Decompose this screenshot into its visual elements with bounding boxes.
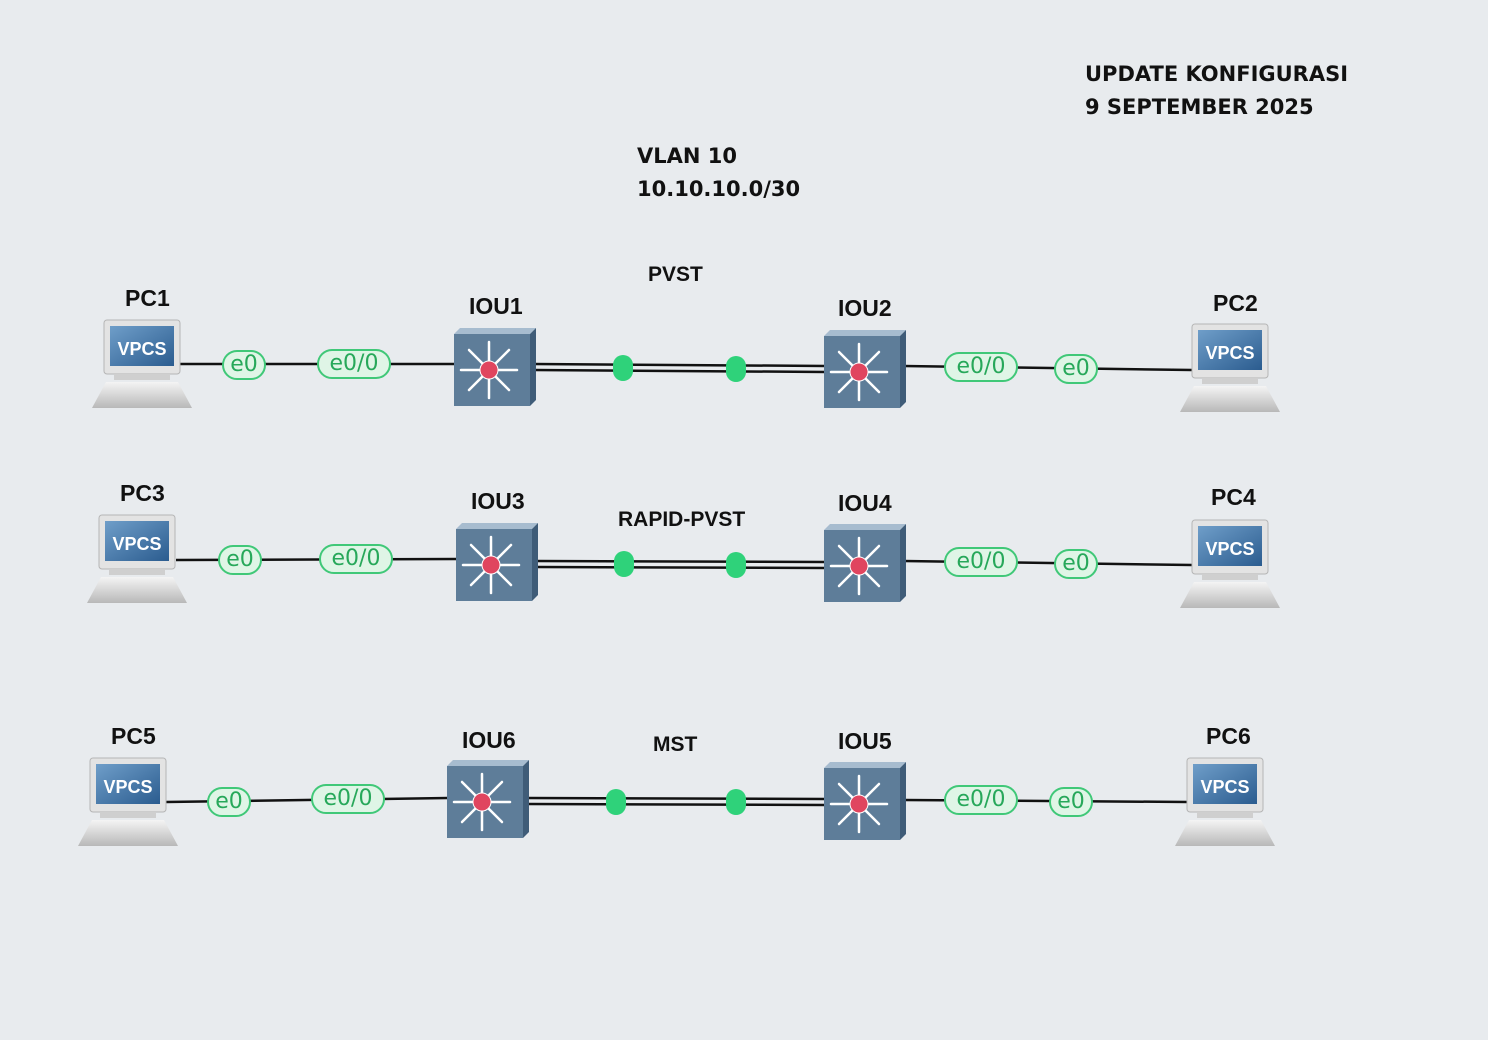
update-note: UPDATE KONFIGURASI 9 SEPTEMBER 2025: [1085, 58, 1348, 124]
pc-icon-text: VPCS: [117, 339, 166, 359]
vlan-note: VLAN 10 10.10.10.0/30: [637, 140, 800, 206]
device-label-pc5: PC5: [111, 723, 156, 749]
pc1-computer-icon[interactable]: VPCS: [92, 318, 196, 414]
pc-icon-text: VPCS: [103, 777, 152, 797]
device-label-pc3: PC3: [120, 480, 165, 506]
pc2-computer-icon[interactable]: VPCS: [1180, 322, 1284, 418]
device-label-iou1: IOU1: [469, 293, 523, 319]
iou5-switch-icon[interactable]: [824, 762, 906, 840]
link-status-dot: [726, 789, 746, 815]
update-note-line-2: 9 SEPTEMBER 2025: [1085, 95, 1314, 119]
protocol-label-row1: PVST: [648, 263, 703, 286]
link-status-dot: [613, 355, 633, 381]
pc-icon-text: VPCS: [1205, 343, 1254, 363]
device-label-iou2: IOU2: [838, 295, 892, 321]
protocol-label-row3: MST: [653, 733, 698, 756]
port-label-pc3-e0[interactable]: e0: [218, 545, 262, 575]
iou3-switch-icon[interactable]: [456, 523, 538, 601]
pc5-computer-icon[interactable]: VPCS: [78, 756, 182, 852]
pc-icon-text: VPCS: [1200, 777, 1249, 797]
update-note-line-1: UPDATE KONFIGURASI: [1085, 62, 1349, 86]
protocol-label-row2: RAPID-PVST: [618, 508, 746, 531]
port-label-pc2-e0[interactable]: e0: [1054, 354, 1098, 384]
pc-icon-text: VPCS: [1205, 539, 1254, 559]
port-label-iou5-e0-0[interactable]: e0/0: [944, 785, 1018, 815]
pc-icon-text: VPCS: [112, 534, 161, 554]
pc6-computer-icon[interactable]: VPCS: [1175, 756, 1279, 852]
device-label-pc2: PC2: [1213, 290, 1258, 316]
iou4-switch-icon[interactable]: [824, 524, 906, 602]
port-label-iou6-e0-0[interactable]: e0/0: [311, 784, 385, 814]
port-label-pc5-e0[interactable]: e0: [207, 787, 251, 817]
link-status-dot: [614, 551, 634, 577]
device-label-iou6: IOU6: [462, 727, 516, 753]
pc4-computer-icon[interactable]: VPCS: [1180, 518, 1284, 614]
device-label-pc6: PC6: [1206, 723, 1251, 749]
pc3-computer-icon[interactable]: VPCS: [87, 513, 191, 609]
iou6-switch-icon[interactable]: [447, 760, 529, 838]
port-label-pc1-e0[interactable]: e0: [222, 350, 266, 380]
device-label-iou4: IOU4: [838, 490, 892, 516]
link-status-dot: [726, 356, 746, 382]
iou1-switch-icon[interactable]: [454, 328, 536, 406]
link-status-dot: [606, 789, 626, 815]
port-label-iou4-e0-0[interactable]: e0/0: [944, 547, 1018, 577]
device-label-iou5: IOU5: [838, 728, 892, 754]
device-label-iou3: IOU3: [471, 488, 525, 514]
port-label-pc4-e0[interactable]: e0: [1054, 549, 1098, 579]
vlan-note-line-2: 10.10.10.0/30: [637, 177, 801, 201]
port-label-iou2-e0-0[interactable]: e0/0: [944, 352, 1018, 382]
device-label-pc1: PC1: [125, 285, 170, 311]
device-label-pc4: PC4: [1211, 484, 1256, 510]
vlan-note-line-1: VLAN 10: [637, 144, 737, 168]
port-label-iou1-e0-0[interactable]: e0/0: [317, 349, 391, 379]
port-label-pc6-e0[interactable]: e0: [1049, 787, 1093, 817]
iou2-switch-icon[interactable]: [824, 330, 906, 408]
port-label-iou3-e0-0[interactable]: e0/0: [319, 544, 393, 574]
link-status-dot: [726, 552, 746, 578]
